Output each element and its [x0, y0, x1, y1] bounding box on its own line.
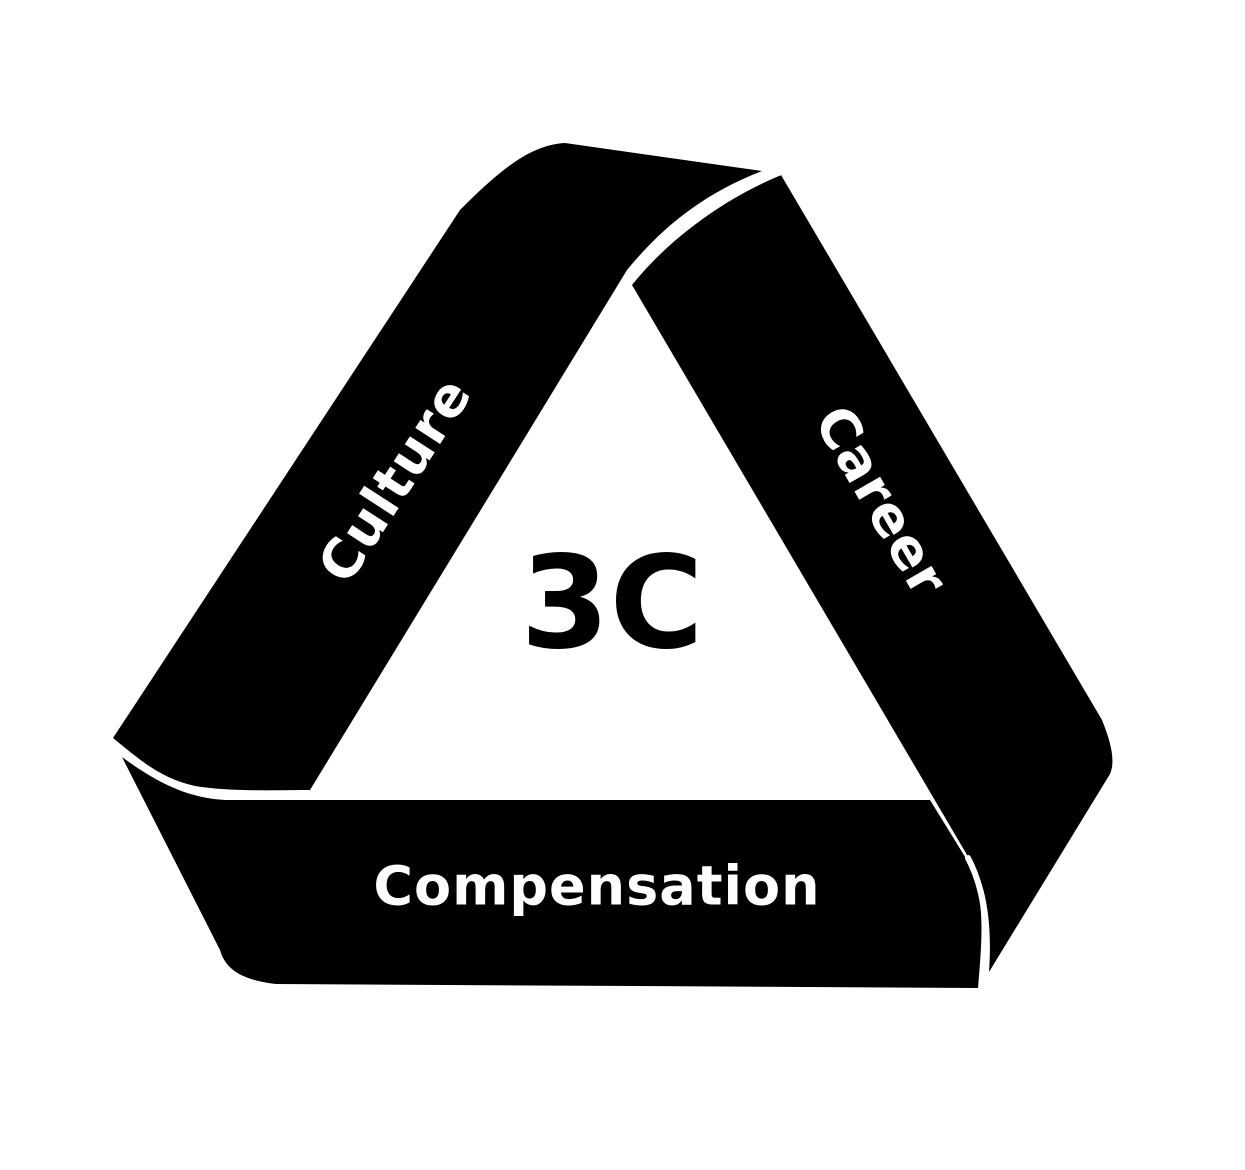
fold-edge-top — [627, 169, 784, 281]
band-culture — [113, 143, 762, 791]
center-label: 3C — [521, 529, 704, 678]
band-career — [632, 175, 1113, 972]
band-label-compensation: Compensation — [373, 855, 820, 918]
band-compensation — [122, 757, 982, 988]
fold-edge-right — [965, 855, 989, 978]
fold-edge-left — [113, 745, 313, 798]
